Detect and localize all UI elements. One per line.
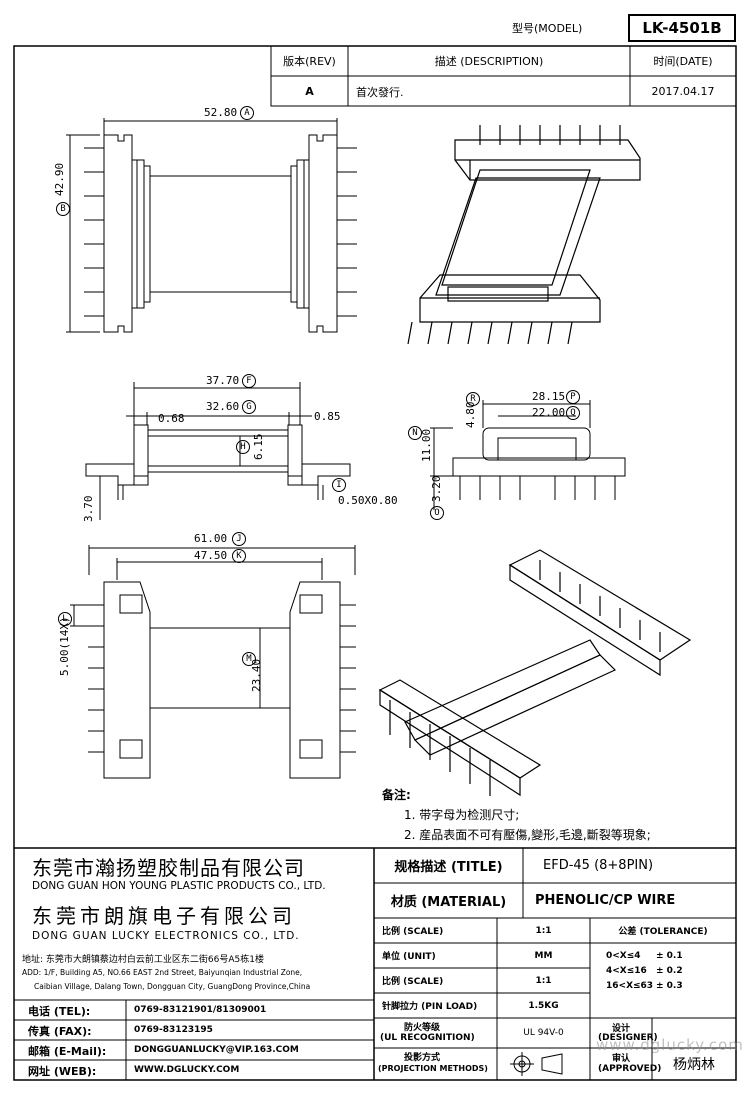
company1-en: DONG GUAN HON YOUNG PLASTIC PRODUCTS CO.…: [32, 880, 326, 892]
dim-p-marker: P: [566, 390, 580, 404]
title-block-grid: [14, 847, 736, 1080]
dim-b-marker: B: [56, 202, 70, 216]
tol-range-3: 16<X≤63: [606, 981, 654, 991]
approved-label-en: (APPROVED): [598, 1064, 662, 1074]
tol-value-3: ± 0.3: [656, 981, 683, 991]
dim-r-marker: R: [466, 392, 480, 406]
dim-k: 47.50: [194, 549, 228, 562]
dim-g-marker: G: [242, 400, 256, 414]
iso-view-bottom: [378, 549, 692, 797]
projection-label-cn: 投影方式: [404, 1053, 441, 1063]
rev-header: 版本(REV): [283, 55, 336, 68]
ul-label-cn: 防火等级: [404, 1023, 441, 1033]
scale2-label: 比例 (SCALE): [382, 977, 444, 987]
fax-label: 传真 (FAX):: [28, 1025, 92, 1038]
date-header: 时间(DATE): [653, 55, 713, 68]
watermark: www.dglucky.com: [596, 1036, 744, 1054]
dim-j: 61.00: [194, 532, 228, 545]
title-label: 规格描述 (TITLE): [394, 860, 503, 875]
bottom-view-drawing: [70, 545, 356, 779]
dim-p: 28.15: [532, 390, 566, 403]
desc-header: 描述 (DESCRIPTION): [434, 55, 544, 68]
desc-value: 首次發行.: [356, 86, 404, 99]
rev-value: A: [305, 84, 314, 98]
projection-label-en: (PROJECTION METHODS): [378, 1064, 488, 1073]
dim-a: 52.80: [204, 106, 238, 119]
scale-value: 1:1: [535, 925, 552, 936]
company2-en: DONG GUAN LUCKY ELECTRONICS CO., LTD.: [32, 930, 300, 942]
dim-h-marker: H: [236, 440, 250, 454]
company1-cn: 东莞市瀚扬塑胶制品有限公司: [32, 856, 305, 880]
iso-view-top: [407, 125, 641, 345]
model-label: 型号(MODEL): [512, 22, 583, 35]
top-view-drawing: [66, 118, 357, 333]
tolerance-label: 公差 (TOLERANCE): [618, 927, 708, 937]
model-value: LK-4501B: [628, 14, 736, 42]
tol-value-2: ± 0.2: [656, 966, 683, 976]
email-label: 邮箱 (E-Mail):: [28, 1045, 107, 1058]
address-en-2: Caibian Village, Dalang Town, Dongguan C…: [34, 982, 311, 991]
dim-i-marker: I: [332, 478, 346, 492]
web-value[interactable]: WWW.DGLUCKY.COM: [134, 1065, 240, 1075]
dim-o-marker: O: [430, 506, 444, 520]
dim-g: 32.60: [206, 400, 240, 413]
tol-value-1: ± 0.1: [656, 951, 683, 961]
material-value: PHENOLIC/CP WIRE: [535, 893, 676, 908]
dim-o: 3.20: [430, 475, 443, 503]
dim-k-marker: K: [232, 549, 246, 563]
address-cn: 地址: 东莞市大朗镇蔡边村白云前工业区东二街66号A5栋1楼: [22, 955, 264, 965]
date-value: 2017.04.17: [651, 84, 715, 98]
dim-f: 37.70: [206, 374, 240, 387]
address-en-1: ADD: 1/F, Building A5, NO.66 EAST 2nd St…: [22, 968, 303, 977]
web-label: 网址 (WEB):: [28, 1065, 97, 1078]
dim-l-marker: L: [58, 612, 72, 626]
note-2: 2. 産品表面不可有壓傷,變形,毛邊,斷裂等現象;: [404, 828, 651, 842]
tol-range-2: 4<X≤16: [606, 966, 647, 976]
ul-label-en: (UL RECOGNITION): [380, 1033, 475, 1043]
end-view-drawing: [430, 400, 626, 510]
designer-label-cn: 设计: [612, 1024, 631, 1034]
projection-symbol-icon: [510, 1052, 563, 1076]
scale2-value: 1:1: [535, 975, 552, 986]
unit-label: 单位 (UNIT): [382, 952, 436, 962]
dim-q: 22.00: [532, 406, 566, 419]
dim-h: 6.15: [252, 433, 265, 461]
dim-n-marker: N: [408, 426, 422, 440]
dim-f-marker: F: [242, 374, 256, 388]
dim-i: 0.50X0.80: [338, 494, 398, 507]
pin-load-label: 针脚拉力 (PIN LOAD): [382, 1002, 478, 1012]
dim-m-marker: M: [242, 652, 256, 666]
scale-label: 比例 (SCALE): [382, 927, 444, 937]
dim-b: 42.90: [53, 162, 66, 196]
revision-table-grid: [270, 45, 737, 107]
dim-g-right: 0.85: [314, 410, 341, 423]
title-value: EFD-45 (8+8PIN): [543, 858, 654, 873]
approver-name: 杨炳林: [673, 1057, 715, 1073]
dim-a-marker: A: [240, 106, 254, 120]
pin-load-value: 1.5KG: [528, 1000, 559, 1011]
tel-label: 电话 (TEL):: [28, 1005, 91, 1018]
tel-value: 0769-83121901/81309001: [134, 1005, 267, 1015]
ul-value: UL 94V-0: [523, 1028, 564, 1038]
fax-value: 0769-83123195: [134, 1025, 213, 1035]
notes-title: 备注:: [382, 788, 411, 802]
dim-q-marker: Q: [566, 406, 580, 420]
dim-h-left: 3.70: [82, 495, 95, 523]
approved-label-cn: 审认: [612, 1054, 631, 1064]
email-value[interactable]: DONGGUANLUCKY@VIP.163.COM: [134, 1045, 299, 1055]
designer-label-en: (DESIGNER): [598, 1033, 658, 1043]
material-label: 材质 (MATERIAL): [390, 895, 507, 910]
note-1: 1. 带字母为检测尺寸;: [404, 808, 520, 822]
dim-g-left: 0.68: [158, 412, 185, 425]
company2-cn: 东莞市朗旗电子有限公司: [32, 904, 296, 928]
dim-j-marker: J: [232, 532, 246, 546]
unit-value: MM: [534, 950, 553, 961]
tol-range-1: 0<X≤4: [606, 951, 641, 961]
